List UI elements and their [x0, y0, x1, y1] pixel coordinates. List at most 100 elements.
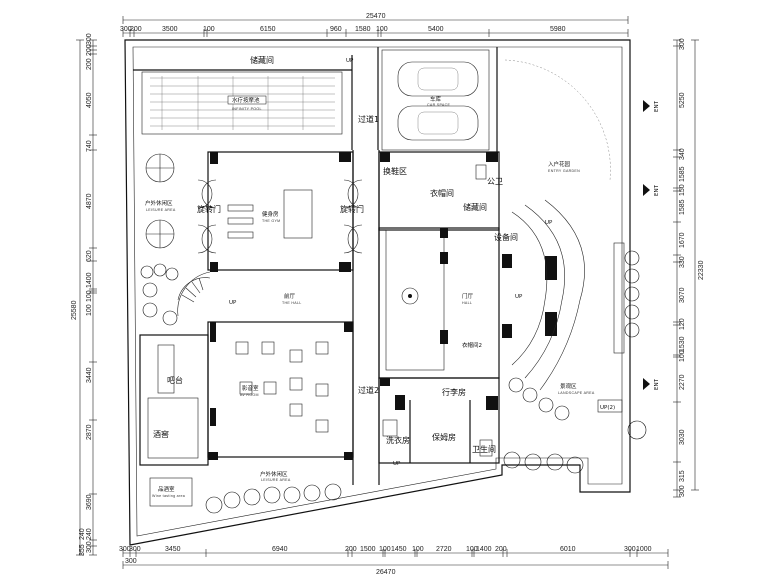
ent-label-3: ENT — [654, 378, 660, 390]
label-gym: 健身房 — [262, 210, 279, 218]
dim-bottom-14: 300 — [624, 546, 636, 553]
dim-left-4: 740 — [86, 140, 93, 152]
dim-left-total: 25580 — [71, 300, 78, 320]
hall-stair — [177, 271, 211, 317]
label-laundry: 洗衣房 — [386, 435, 410, 445]
dim-right-total: 22330 — [698, 260, 705, 280]
dim-bottom-9: 2720 — [436, 546, 452, 553]
ent-label-1: ENT — [654, 100, 660, 112]
label-up-step: UP(2) — [600, 405, 615, 411]
dim-left-11: 2870 — [86, 424, 93, 440]
label-hall-en: THE HALL — [282, 301, 302, 305]
dimension-lines: 25470 300 200 3500 100 6150 960 1580 100… — [71, 13, 705, 576]
label-up-side: UP — [393, 461, 401, 467]
dim-left-10: 3440 — [86, 367, 93, 383]
label-up-garden: UP — [545, 220, 553, 226]
dim-bottom-0: 300 — [119, 546, 131, 553]
revolving-door-left — [197, 179, 217, 254]
label-tasting: 品酒室 — [158, 485, 175, 493]
fixtures — [145, 59, 623, 507]
label-wine-cellar: 酒窖 — [153, 429, 169, 439]
dim-right-6: 1670 — [679, 232, 686, 248]
dim-top-5: 960 — [330, 26, 342, 33]
trees — [140, 250, 647, 514]
gym-mat — [283, 189, 313, 239]
label-corridor2: 过道2 — [358, 385, 379, 395]
gym-benches — [227, 204, 254, 239]
car-2 — [397, 105, 479, 141]
label-revolving-right: 旋转门 — [340, 204, 364, 214]
dim-left-0: 300 — [86, 33, 93, 45]
label-garage: 车库 — [430, 95, 442, 103]
label-av-room: 影音室 — [242, 384, 259, 392]
ent-markers: ENT ENT ENT — [643, 100, 660, 390]
dim-bottom-10: 100 — [466, 546, 478, 553]
dim-left-2: 200 — [86, 58, 93, 70]
dim-bottom-total: 26470 — [376, 569, 396, 576]
label-storage2: 储藏间 — [463, 202, 487, 212]
dim-top-2: 3500 — [162, 26, 178, 33]
label-revolving-left: 旋转门 — [197, 204, 221, 214]
dim-left-12: 3690 — [86, 494, 93, 510]
label-up-top: UP — [346, 58, 354, 64]
dim-right-3: 1585 — [679, 166, 686, 182]
dim-left-9: 100 — [86, 304, 93, 316]
dim-top-3: 100 — [203, 26, 215, 33]
label-public-wc: 公卫 — [487, 177, 503, 186]
dim-top-9: 5980 — [550, 26, 566, 33]
dim-right-5: 1585 — [679, 199, 686, 215]
label-garage-en: CAR SPACE — [427, 103, 451, 107]
dim-top-1: 200 — [130, 26, 142, 33]
dim-right-9: 120 — [679, 318, 686, 330]
label-entry-garden: 入户花园 — [548, 160, 571, 168]
dim-bottom-15: 1000 — [636, 546, 652, 553]
tasting-table — [149, 477, 193, 507]
label-hall: 前厅 — [284, 292, 296, 300]
dim-top-8: 5400 — [428, 26, 444, 33]
dim-top-6: 1580 — [355, 26, 371, 33]
dim-right-15: 300 — [679, 485, 686, 497]
pool-water — [150, 76, 335, 130]
label-up-foyer: UP — [515, 294, 523, 300]
dim-bottom-3: 6940 — [272, 546, 288, 553]
label-wc: 卫生间 — [472, 444, 496, 454]
dim-right-8: 3070 — [679, 287, 686, 303]
washer — [382, 419, 398, 437]
car-1 — [397, 61, 479, 97]
dim-right-7: 330 — [679, 256, 686, 268]
right-planter — [613, 242, 625, 354]
revolving-door-right — [343, 179, 363, 254]
dim-right-10: 1530 — [679, 336, 686, 352]
label-landscape: 景观区 — [560, 383, 577, 390]
label-pool: 水疗按摩池 — [232, 96, 260, 104]
label-pool-en: INFINITY POOL — [232, 107, 262, 111]
compass-icon — [401, 287, 419, 305]
label-outdoor-top-en: LEISURE AREA — [146, 208, 176, 212]
outer-walls — [124, 39, 631, 546]
structural-columns — [208, 152, 557, 460]
label-outdoor-bottom: 户外休闲区 — [260, 470, 288, 478]
label-shoe-change: 换鞋区 — [383, 166, 407, 176]
dim-left-6: 620 — [86, 250, 93, 262]
label-landscape-en: LANDSCAPE AREA — [558, 391, 595, 395]
dim-bottom-4: 200 — [345, 546, 357, 553]
dim-left-16: 240 — [79, 528, 86, 540]
label-closet: 衣帽间 — [430, 188, 454, 198]
dim-left-7: 1400 — [86, 272, 93, 288]
dim-right-14: 315 — [679, 470, 686, 482]
dim-right-11: 100 — [679, 350, 686, 362]
label-outdoor-bottom-en: LEISURE AREA — [261, 478, 291, 482]
dim-left-14: 300 — [86, 541, 93, 553]
dim-top-7: 100 — [376, 26, 388, 33]
landscape-step — [597, 399, 623, 413]
label-tasting-en: Wine tasting area — [152, 494, 185, 498]
bar-counter — [157, 344, 175, 394]
dim-left-8: 100 — [86, 290, 93, 302]
label-nanny: 保姆房 — [432, 432, 456, 442]
label-outdoor-top: 户外休闲区 — [145, 199, 173, 207]
entry-stair — [511, 199, 585, 391]
dim-bottom-8: 100 — [412, 546, 424, 553]
room-labels: 储藏间 UP 水疗按摩池 INFINITY POOL 车库 CAR SPACE … — [145, 55, 615, 498]
label-foyer-en: HALL — [462, 301, 472, 305]
ent-label-2: ENT — [654, 184, 660, 196]
